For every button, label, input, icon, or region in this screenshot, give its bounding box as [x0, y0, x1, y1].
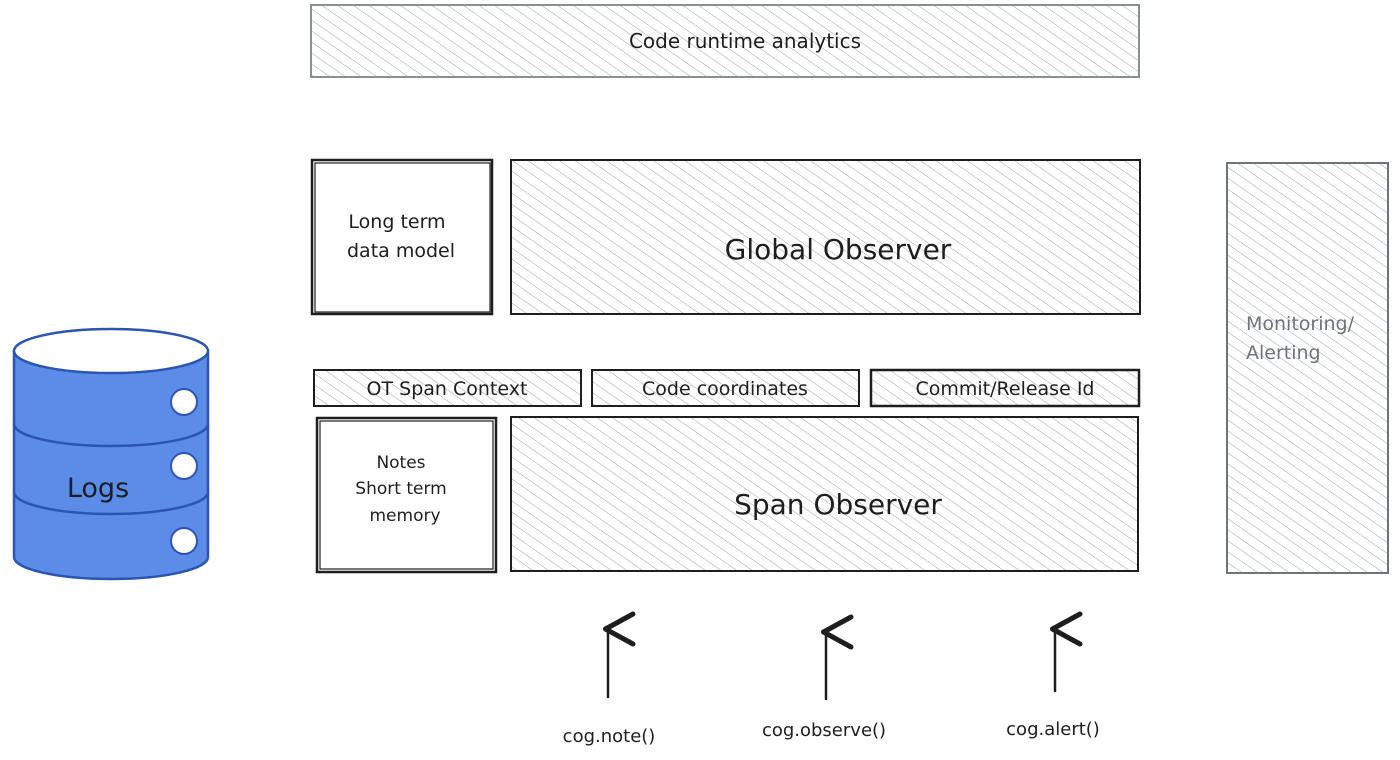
commit-release-id-label: Commit/Release Id: [916, 378, 1095, 400]
ot-span-context-box: OT Span Context: [313, 369, 582, 407]
long-term-label-line1: Long term: [348, 211, 445, 233]
logs-indicator-dot: [170, 452, 198, 480]
code-runtime-analytics-label: Code runtime analytics: [629, 29, 861, 53]
code-coordinates-box: Code coordinates: [591, 369, 860, 407]
logs-database: Logs: [12, 327, 210, 581]
global-observer-label: Global Observer: [725, 233, 952, 266]
long-term-data-model-box: Long term data model: [310, 158, 494, 316]
monitoring-label-line1: Monitoring/: [1246, 313, 1355, 335]
logs-indicator-dot: [170, 527, 198, 555]
logs-indicator-dot: [170, 388, 198, 416]
global-observer-box: Global Observer: [510, 159, 1141, 315]
notes-label-line3: memory: [369, 506, 440, 526]
long-term-label-line2: data model: [347, 240, 455, 262]
ot-span-context-label: OT Span Context: [367, 378, 528, 400]
notes-short-term-memory-box: Notes Short term memory: [315, 416, 498, 574]
code-coordinates-label: Code coordinates: [642, 378, 808, 400]
notes-label-line2: Short term: [355, 479, 446, 499]
cog-alert-label: cog.alert(): [1006, 719, 1100, 740]
monitoring-alerting-box: Monitoring/ Alerting: [1226, 162, 1389, 574]
notes-label-line1: Notes: [376, 453, 425, 473]
cog-note-label: cog.note(): [563, 726, 656, 747]
monitoring-label-line2: Alerting: [1246, 342, 1321, 364]
logs-label: Logs: [67, 473, 129, 504]
code-runtime-analytics-box: Code runtime analytics: [310, 4, 1140, 78]
cog-observe-label: cog.observe(): [762, 720, 886, 741]
commit-release-id-box: Commit/Release Id: [869, 368, 1141, 408]
span-observer-box: Span Observer: [510, 416, 1139, 572]
span-observer-label: Span Observer: [734, 488, 942, 521]
